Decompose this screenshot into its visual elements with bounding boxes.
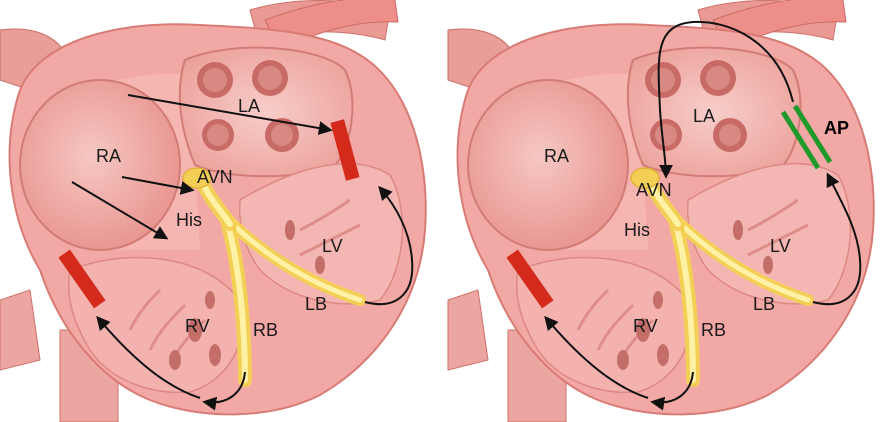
label-lv-left: LV	[322, 236, 343, 256]
label-his-right: His	[624, 220, 650, 240]
label-rb-right: RB	[701, 320, 726, 340]
label-avn-right: AVN	[636, 180, 672, 200]
label-la-right: LA	[693, 106, 715, 126]
label-lv-right: LV	[770, 236, 791, 256]
heart-right: RA LA AVN His LV LB RV RB AP	[448, 0, 874, 422]
label-avn-left: AVN	[197, 167, 233, 187]
label-la-left: LA	[238, 96, 260, 116]
label-ra-left: RA	[96, 146, 121, 166]
label-ra-right: RA	[544, 146, 569, 166]
label-his-left: His	[176, 210, 202, 230]
label-lb-left: LB	[305, 294, 327, 314]
label-lb-right: LB	[753, 294, 775, 314]
label-rv-left: RV	[185, 316, 210, 336]
label-rb-left: RB	[253, 320, 278, 340]
heart-left: RA LA AVN His LV LB RV RB	[0, 0, 426, 422]
label-rv-right: RV	[633, 316, 658, 336]
label-ap: AP	[824, 118, 849, 138]
